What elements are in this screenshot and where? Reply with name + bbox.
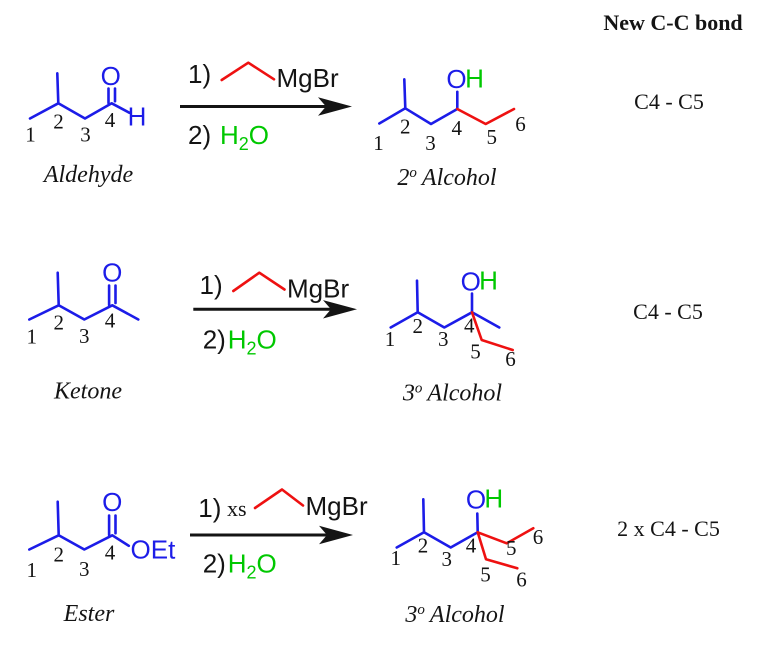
reaction-row-ester: O OEt 1 2 3 4 Ester 1) xs MgBr 2) H2O O … bbox=[26, 484, 719, 628]
locant-c1: 1 bbox=[26, 325, 37, 349]
ethyl-group-red bbox=[220, 61, 276, 82]
product-blue-bonds bbox=[378, 78, 459, 126]
locant-c5: 5 bbox=[470, 340, 481, 364]
hydroxyl-hydrogen-label: H bbox=[479, 266, 498, 296]
ethoxy-group-label: OEt bbox=[131, 535, 177, 565]
aldehyde-skeleton-bonds bbox=[28, 72, 131, 120]
step2-label: 2) bbox=[188, 120, 211, 150]
carbonyl-oxygen-label: O bbox=[102, 487, 122, 517]
aldehyde-structure: O H 1 2 3 4 Aldehyde bbox=[25, 61, 146, 188]
new-cc-bond-header: New C-C bond bbox=[603, 10, 742, 35]
locant-c4: 4 bbox=[105, 108, 116, 132]
locant-c2: 2 bbox=[53, 110, 64, 134]
reaction-arrow-head bbox=[323, 300, 357, 319]
product-blue-bonds bbox=[395, 498, 479, 549]
grignard-label: MgBr bbox=[287, 274, 349, 304]
hydroxyl-oxygen-label: O bbox=[446, 64, 466, 94]
locant-c2: 2 bbox=[400, 115, 411, 139]
new-bond-value: C4 - C5 bbox=[634, 89, 704, 114]
hydroxyl-hydrogen-label: H bbox=[465, 64, 484, 94]
locant-c4: 4 bbox=[105, 541, 116, 565]
reagents-row2: 1) MgBr 2) H2O bbox=[193, 270, 357, 359]
locant-c4: 4 bbox=[105, 309, 116, 333]
locant-c6: 6 bbox=[515, 112, 526, 136]
product-blue-bonds bbox=[389, 279, 501, 329]
new-bond-value: 2 x C4 - C5 bbox=[617, 516, 720, 541]
hydroxyl-hydrogen-label: H bbox=[484, 484, 503, 514]
locant-c6-upper: 6 bbox=[533, 525, 544, 549]
step2-label: 2) bbox=[203, 549, 226, 579]
ethyl-group-red bbox=[253, 488, 305, 510]
step2-label: 2) bbox=[203, 325, 226, 355]
locant-c1: 1 bbox=[26, 558, 37, 582]
step1-label: 1) bbox=[200, 270, 223, 300]
water-formula: H2O bbox=[220, 120, 269, 154]
locant-c5-upper: 5 bbox=[506, 536, 517, 560]
locant-c2: 2 bbox=[53, 543, 64, 567]
locant-c2: 2 bbox=[53, 311, 64, 335]
locant-c5: 5 bbox=[486, 125, 497, 149]
ketone-structure: O 1 2 3 4 Ketone bbox=[26, 258, 140, 405]
locant-c3: 3 bbox=[80, 123, 91, 147]
new-ethyl-bonds-red bbox=[456, 107, 516, 126]
reagents-row3: 1) xs MgBr 2) H2O bbox=[190, 488, 368, 583]
locant-c1: 1 bbox=[373, 131, 384, 155]
reactant-name: Aldehyde bbox=[42, 162, 134, 188]
locant-c4: 4 bbox=[451, 116, 462, 140]
carbonyl-oxygen-label: O bbox=[101, 61, 121, 91]
reaction-row-aldehyde: O H 1 2 3 4 Aldehyde 1) MgBr 2) H2O O H … bbox=[25, 59, 704, 191]
grignard-label: MgBr bbox=[277, 63, 339, 93]
reaction-arrow-head bbox=[318, 97, 352, 116]
new-ethyl-bonds-red bbox=[470, 311, 514, 352]
locant-c6-lower: 6 bbox=[516, 568, 527, 592]
ethyl-group-red bbox=[232, 271, 286, 293]
new-bond-value: C4 - C5 bbox=[633, 299, 703, 324]
aldehyde-hydrogen-label: H bbox=[128, 102, 147, 132]
carbonyl-oxygen-label: O bbox=[102, 258, 122, 288]
locant-c6: 6 bbox=[505, 347, 516, 371]
locant-c3: 3 bbox=[438, 327, 449, 351]
locant-c3: 3 bbox=[425, 131, 436, 155]
locant-c1: 1 bbox=[385, 327, 396, 351]
grignard-label: MgBr bbox=[306, 491, 368, 521]
locant-c3: 3 bbox=[79, 557, 90, 581]
hydroxyl-oxygen-label: O bbox=[466, 485, 486, 515]
locant-c2: 2 bbox=[418, 534, 429, 558]
locant-c4: 4 bbox=[464, 314, 475, 338]
excess-label: xs bbox=[227, 496, 247, 521]
reactant-name: Ketone bbox=[53, 379, 122, 405]
locant-c3: 3 bbox=[79, 324, 90, 348]
locant-c2: 2 bbox=[412, 314, 423, 338]
reaction-arrow-head bbox=[319, 525, 353, 545]
ester-skeleton-bonds bbox=[28, 500, 131, 551]
locant-c5-lower: 5 bbox=[480, 563, 491, 587]
step1-label: 1) bbox=[198, 493, 221, 523]
locant-c1: 1 bbox=[25, 123, 36, 147]
new-ethyl-bonds-red bbox=[476, 527, 535, 570]
step1-label: 1) bbox=[188, 59, 211, 89]
ketone-skeleton-bonds bbox=[28, 271, 140, 321]
reactant-name: Ester bbox=[63, 601, 115, 627]
locant-c3: 3 bbox=[441, 547, 452, 571]
locant-c1: 1 bbox=[391, 546, 402, 570]
water-formula: H2O bbox=[228, 325, 277, 359]
ester-structure: O OEt 1 2 3 4 Ester bbox=[26, 487, 176, 627]
locant-c4: 4 bbox=[466, 534, 477, 558]
hydroxyl-oxygen-label: O bbox=[461, 266, 481, 296]
reaction-row-ketone: O 1 2 3 4 Ketone 1) MgBr 2) H2O O H 1 2 … bbox=[26, 258, 702, 407]
reagents-row1: 1) MgBr 2) H2O bbox=[180, 59, 352, 154]
water-formula: H2O bbox=[228, 549, 277, 583]
